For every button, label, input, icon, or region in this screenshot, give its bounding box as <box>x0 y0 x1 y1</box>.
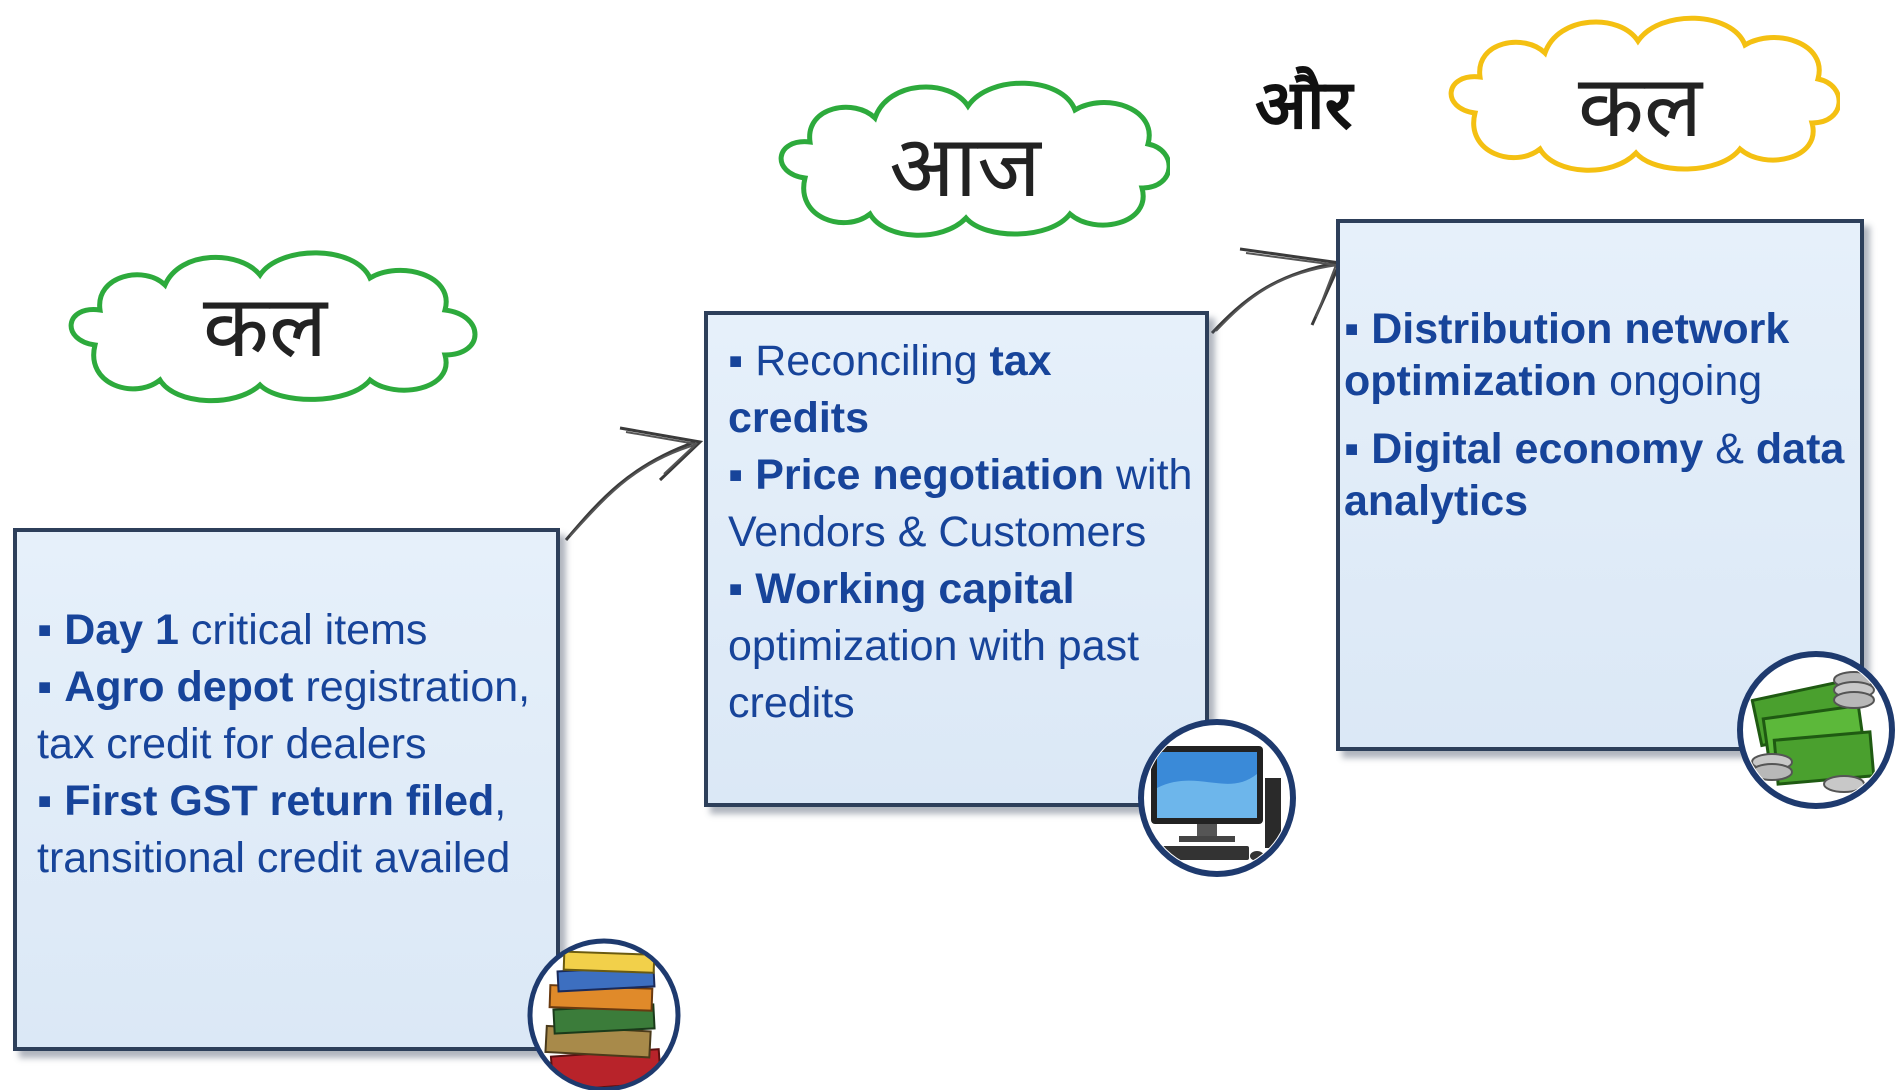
computer-icon <box>1138 719 1296 877</box>
box-past-item-2: ▪ Agro depot registration, tax credit fo… <box>37 663 531 768</box>
money-icon <box>1737 651 1895 809</box>
cloud-shape-aaj <box>778 80 1170 238</box>
box-future-item-2: ▪ Digital economy & data analytics <box>1344 425 1845 525</box>
box-future-item-1: ▪ Distribution network optimization ongo… <box>1344 305 1790 405</box>
arrow-past-to-present <box>564 426 704 541</box>
box-present-item-1: ▪ Reconciling tax credits <box>728 337 1052 442</box>
arrow-present-to-future <box>1210 247 1343 335</box>
box-past-item-3: ▪ First GST return filed, transitional c… <box>37 777 511 882</box>
box-present-item-3: ▪ Working capital optimization with past… <box>728 565 1140 727</box>
box-present-item-2: ▪ Price negotiation with Vendors & Custo… <box>728 451 1193 556</box>
books-icon <box>527 938 681 1090</box>
cloud-shape-kal-past <box>68 250 478 403</box>
connector-word-aur: और <box>1255 66 1353 145</box>
cloud-shape-kal-future <box>1448 15 1840 173</box>
cloud-label-kal-future: कल <box>1577 57 1703 157</box>
box-past-item-1: ▪ Day 1 critical items <box>37 606 428 654</box>
box-present: ▪ Reconciling tax credits ▪ Price negoti… <box>704 311 1209 807</box>
cloud-label-kal-past: कल <box>202 277 328 377</box>
box-past: ▪ Day 1 critical items ▪ Agro depot regi… <box>13 528 560 1051</box>
cloud-label-aaj: आज <box>889 117 1041 217</box>
